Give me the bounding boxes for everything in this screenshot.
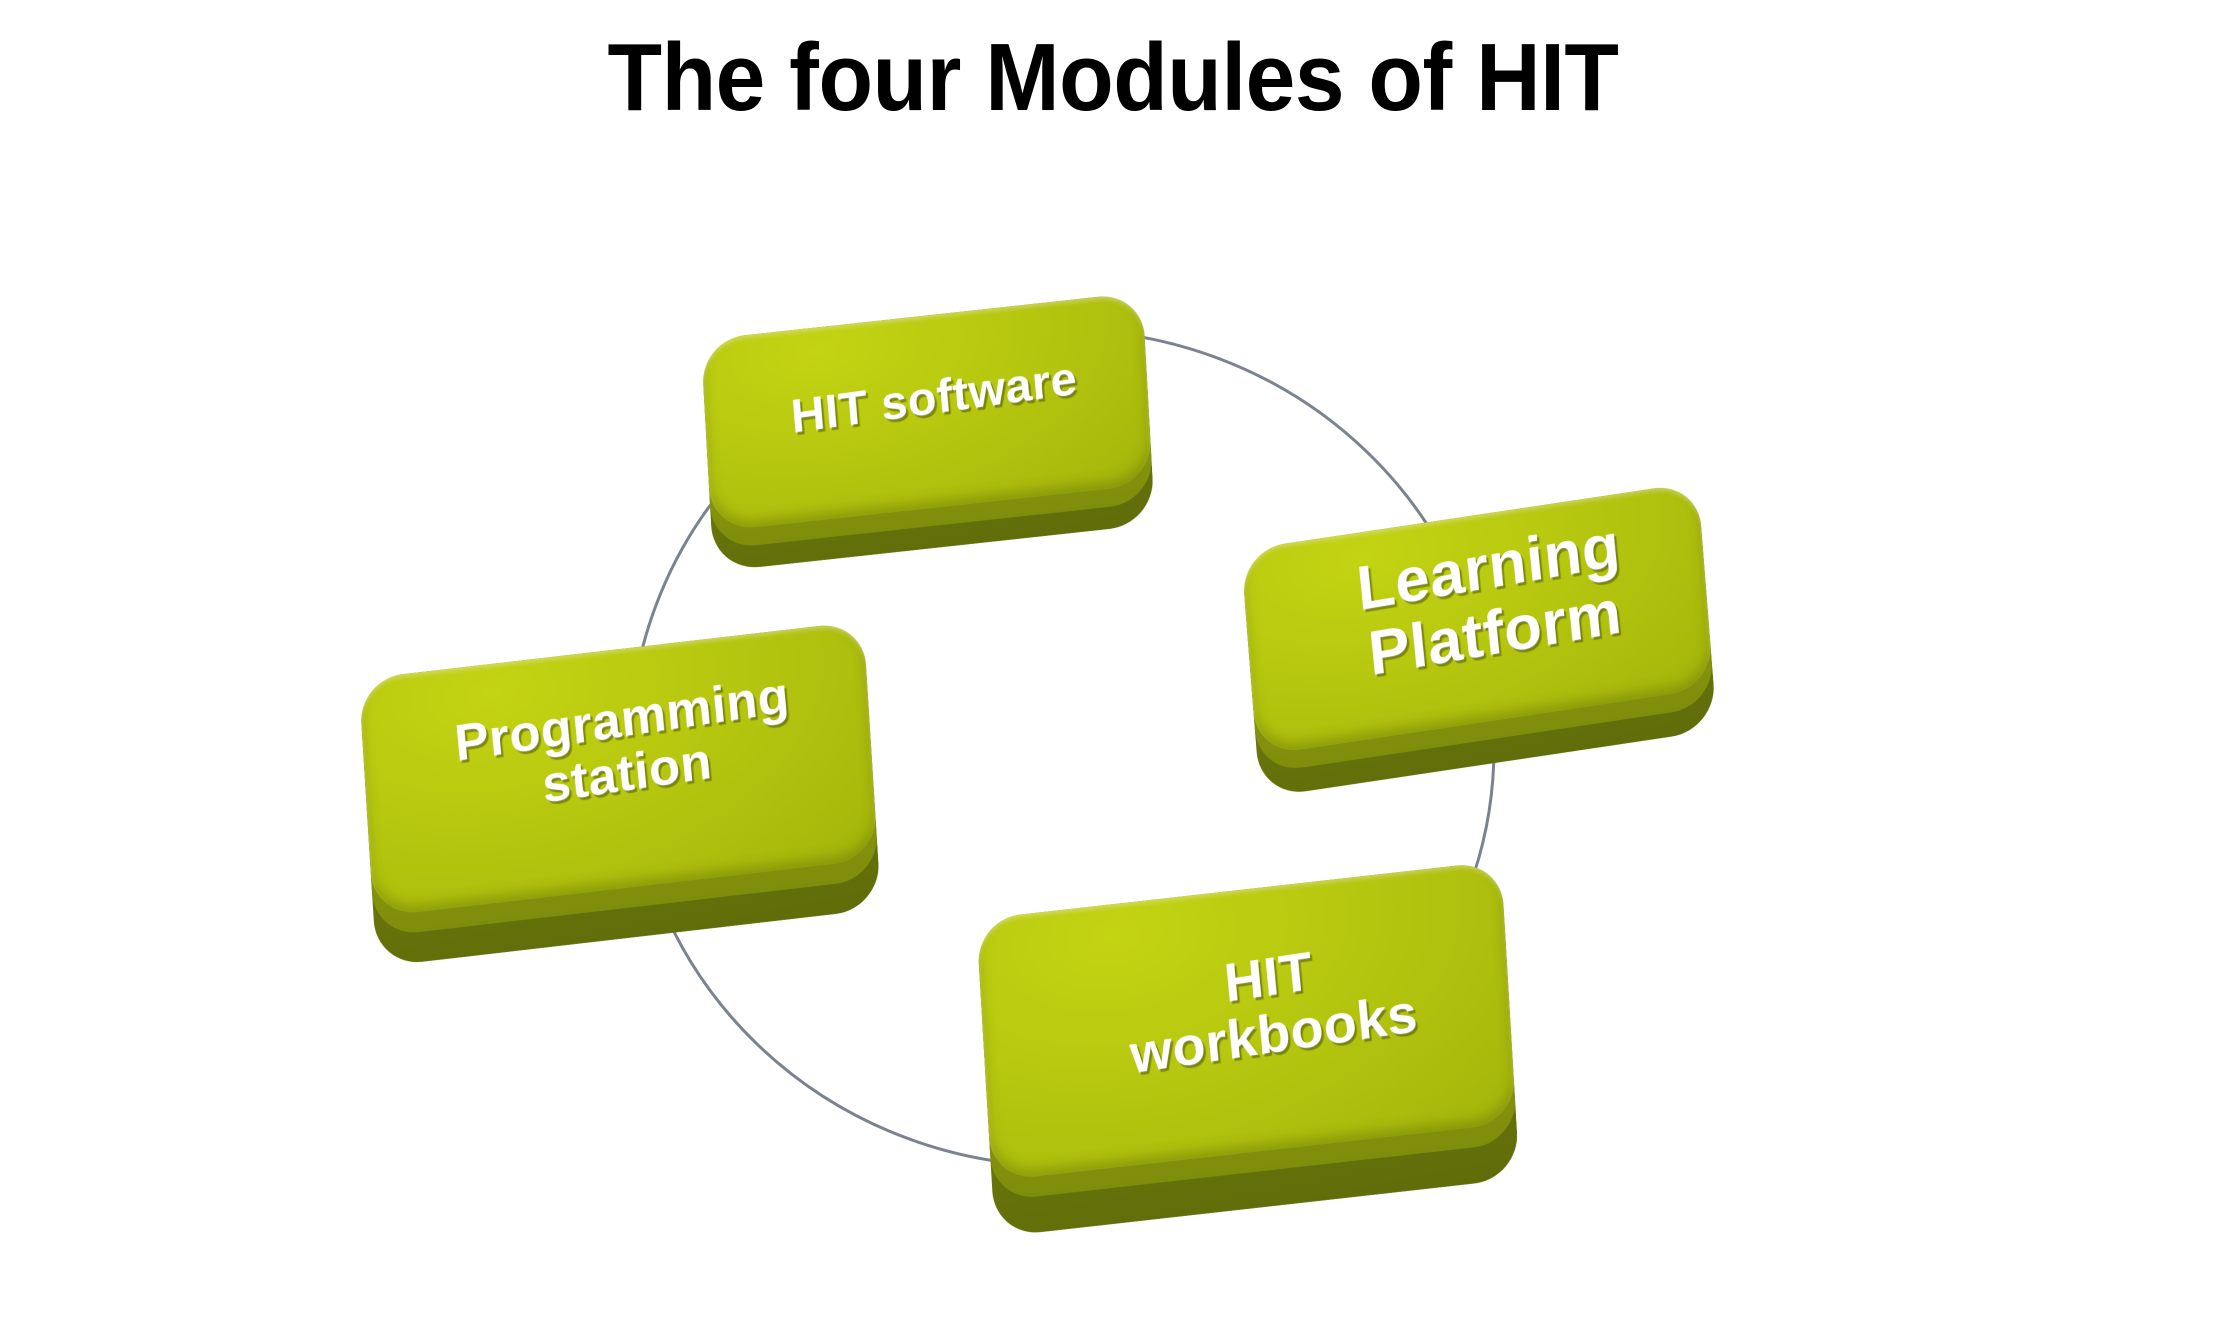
module-label: HIT software bbox=[788, 350, 1080, 443]
module-label: Learning Platform bbox=[1353, 510, 1625, 689]
module-card-hit-software[interactable]: HIT software bbox=[700, 292, 1156, 572]
module-label: HIT workbooks bbox=[1127, 940, 1421, 1086]
module-label: Programming station bbox=[452, 665, 793, 814]
page-title: The four Modules of HIT bbox=[607, 24, 1619, 131]
module-card-hit-workbooks[interactable]: HIT workbooks bbox=[976, 860, 1520, 1238]
module-card-programming-station[interactable]: Programming station bbox=[358, 620, 882, 968]
